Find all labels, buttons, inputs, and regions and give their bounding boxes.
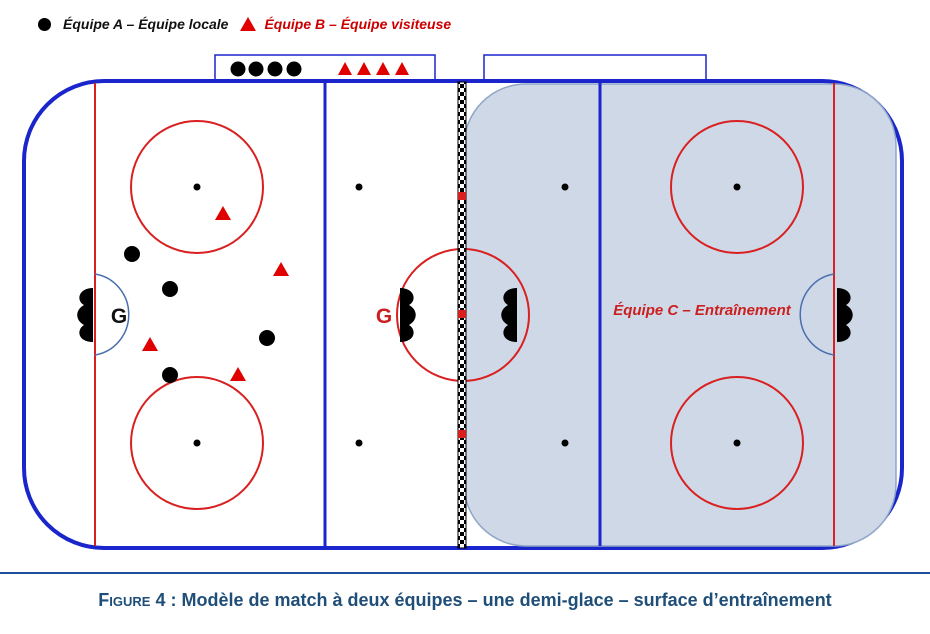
bench-team-a-player-icon <box>248 61 264 77</box>
bench-team-a-player-icon <box>230 61 246 77</box>
team-b-legend-label: Équipe B – Équipe visiteuse <box>264 16 452 32</box>
faceoff-dot <box>561 183 569 191</box>
faceoff-circle <box>130 376 264 510</box>
team-a-player-icon <box>162 281 178 297</box>
bench-team-b-player-icon <box>357 62 371 75</box>
faceoff-dots <box>193 183 741 447</box>
caption-divider <box>0 572 930 574</box>
faceoff-circle <box>130 120 264 254</box>
figure-caption-text: : Modèle de match à deux équipes – une d… <box>165 590 832 610</box>
goal-crease-right <box>799 273 835 356</box>
team-b-player-icon <box>215 206 231 220</box>
faceoff-dot <box>733 439 741 447</box>
figure-caption: Figure 4 : Modèle de match à deux équipe… <box>0 590 930 611</box>
rink-diagram: G G Équipe C – Entraînement <box>22 54 904 550</box>
team-a-legend-label: Équipe A – Équipe locale <box>63 16 229 32</box>
divider-marker <box>458 310 466 318</box>
team-b-legend-triangle-icon <box>240 17 257 31</box>
faceoff-circle <box>670 120 804 254</box>
divider-marker <box>458 192 466 200</box>
goalie-left-label: G <box>111 305 127 328</box>
team-a-player-icon <box>259 330 275 346</box>
team-a-legend-dot-icon <box>38 17 51 31</box>
faceoff-circle <box>670 376 804 510</box>
legend: Équipe A – Équipe locale Équipe B – Équi… <box>30 12 451 36</box>
team-a-player-icon <box>162 367 178 383</box>
team-b-player-icon <box>230 367 246 381</box>
figure-caption-prefix: Figure 4 <box>98 590 166 610</box>
team-b-player-icon <box>273 262 289 276</box>
bench-right <box>483 54 707 81</box>
team-b-players <box>142 206 289 381</box>
team-a-player-icon <box>124 246 140 262</box>
faceoff-dot <box>193 183 201 191</box>
net-center-left-icon <box>400 288 416 342</box>
bench-left <box>214 54 436 81</box>
bench-team-a-player-icon <box>286 61 302 77</box>
bench-team-a-player-icon <box>267 61 283 77</box>
team-b-player-icon <box>142 337 158 351</box>
bench-team-b-player-icon <box>338 62 352 75</box>
net-center-right-icon <box>501 288 517 342</box>
net-left-icon <box>77 288 93 342</box>
goal-crease-left <box>94 273 130 356</box>
net-right-icon <box>837 288 853 342</box>
faceoff-dot <box>733 183 741 191</box>
faceoff-dot <box>355 183 363 191</box>
bench-team-a-players <box>230 61 302 77</box>
faceoff-dot <box>193 439 201 447</box>
divider-marker <box>458 430 466 438</box>
bench-team-b-players <box>338 62 409 75</box>
bench-team-b-player-icon <box>376 62 390 75</box>
faceoff-dot <box>561 439 569 447</box>
training-zone-label: Équipe C – Entraînement <box>613 302 792 319</box>
faceoff-dot <box>355 439 363 447</box>
bench-team-b-player-icon <box>395 62 409 75</box>
team-a-players <box>124 246 275 383</box>
goalie-center-label: G <box>376 305 392 328</box>
